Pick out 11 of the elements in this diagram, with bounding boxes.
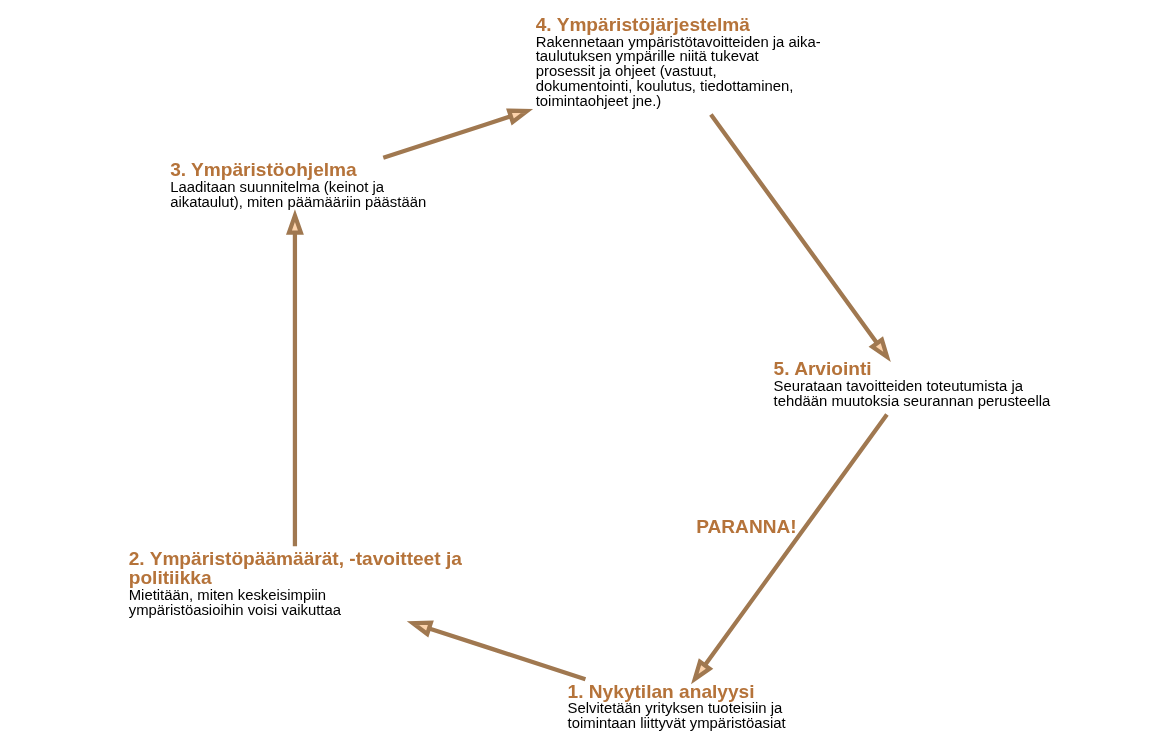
- arrow: [285, 209, 304, 547]
- node-text: 1. Nykytilan analyysi Selvitetään yrityksen tuoteisiin ja toimintaan liittyvät ympäristöasiat: [567, 680, 786, 732]
- node-text: 2. Ympäristöpäämäärät, -tavoitteet ja politiikka Mietitään, miten keskeisimpiin ympäristöasioihin voisi vaikuttaa: [128, 548, 462, 618]
- arrow: [406, 620, 586, 682]
- arrow: [708, 113, 891, 363]
- node-text: 3. Ympäristöohjelma Laaditaan suunnitelma (keinot ja aikataulut), miten päämääriin päästään: [169, 159, 426, 210]
- arrow: [690, 413, 889, 685]
- edge-label: PARANNA!: [695, 515, 797, 537]
- node-text: 5. Arviointi Seurataan tavoitteiden toteutumista ja tehdään muutoksia seurannan perusteella: [773, 358, 1050, 410]
- arrow: [382, 108, 533, 160]
- node-text: 4. Ympäristöjärjestelmä Rakennetaan ympäristötavoitteiden ja aika- taulutuksen ympärille niitä tukevat prosessit ja ohjeet (vastuut, dokumentointi, koulutus, tiedottaminen, toimintaohjeet jne.): [535, 13, 821, 110]
